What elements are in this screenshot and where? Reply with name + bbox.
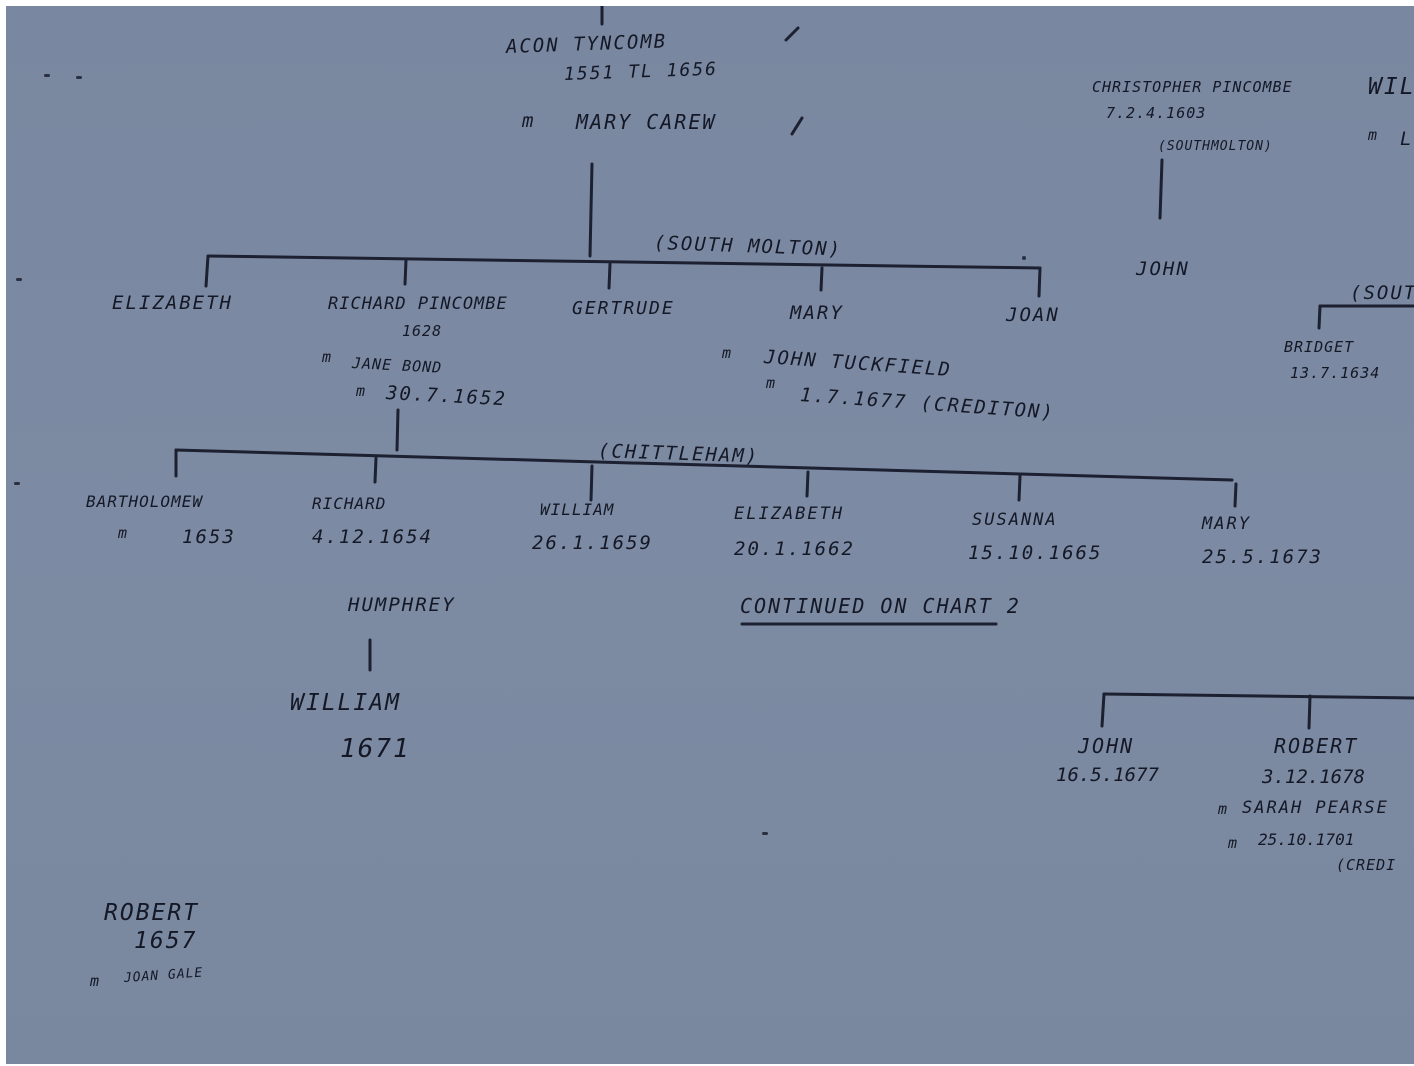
christopher-name: CHRISTOPHER PINCOMBE <box>1092 78 1293 96</box>
tick-mark <box>790 116 804 136</box>
robert-left-spouse-marker: m <box>90 972 101 990</box>
bottom-robert-place: (CREDI <box>1336 856 1397 874</box>
bottom-john-date: 16.5.1677 <box>1056 764 1159 786</box>
gen2-bartholomew-marker: m <box>118 524 129 542</box>
gen1-richard-year: 1628 <box>402 322 443 340</box>
stray-mark <box>44 74 50 77</box>
gen2-drop-elizabeth <box>805 470 810 498</box>
partial-right-place: (SOUT <box>1350 282 1414 304</box>
stray-mark <box>1022 256 1026 260</box>
gen2-mary-date: 25.5.1673 <box>1202 546 1323 568</box>
gen1-drop-elizabeth <box>204 254 210 288</box>
gen2-william: WILLIAM <box>540 500 615 519</box>
bottom-sibling-bar <box>1102 692 1414 700</box>
robert-left-name: ROBERT <box>104 900 200 926</box>
bridget-name: BRIDGET <box>1284 338 1355 356</box>
gen2-drop-william <box>589 464 594 502</box>
gen1-richard-spouse-marker: m <box>322 348 333 366</box>
gen1-mary: MARY <box>790 302 844 324</box>
gen1-drop-gertrude <box>607 262 612 290</box>
gen2-richard-date: 4.12.1654 <box>312 526 433 548</box>
gen2-drop-susanna <box>1017 474 1022 502</box>
gen2-bartholomew-date: 1653 <box>182 526 236 548</box>
root-spouse: MARY CAREW <box>576 110 717 134</box>
humphrey: HUMPHREY <box>348 594 456 616</box>
tick-mark <box>784 26 800 42</box>
bottom-drop-robert <box>1307 694 1312 730</box>
gen1-gertrude: GERTRUDE <box>572 298 675 319</box>
bottom-robert-marriage: 25.10.1701 <box>1258 830 1355 849</box>
bottom-john-name: JOHN <box>1078 734 1135 758</box>
stray-mark <box>16 278 22 281</box>
partial-right-spouse: L <box>1400 128 1414 150</box>
gen1-drop-mary <box>819 266 824 292</box>
gen2-elizabeth-date: 20.1.1662 <box>734 538 855 560</box>
gen2-drop-richard <box>373 456 378 484</box>
gen2-drop-mary <box>1233 482 1238 508</box>
stray-mark <box>762 832 768 835</box>
gen2-william-date: 26.1.1659 <box>532 532 653 554</box>
william-year: 1671 <box>340 734 411 764</box>
pedigree-chart-sheet: ACON TYNCOMB 1551 TL 1656 m MARY CAREW (… <box>6 6 1414 1064</box>
gen1-sibling-bar <box>206 254 1042 270</box>
bottom-robert-marriage-marker: m <box>1228 834 1239 852</box>
root-down-stem <box>588 162 594 258</box>
partial-right-name: WIL <box>1368 74 1414 100</box>
christopher-date: 7.2.4.1603 <box>1106 104 1207 122</box>
tree-connector-lines <box>174 6 1414 730</box>
robert-left-year: 1657 <box>134 928 198 954</box>
stray-mark <box>14 482 20 485</box>
gen2-richard: RICHARD <box>312 494 387 513</box>
bottom-robert-spouse: SARAH PEARSE <box>1242 798 1389 818</box>
gen2-sibling-bar <box>174 448 1234 482</box>
root-spouse-marker: m <box>522 110 536 132</box>
christopher-down-stem <box>1158 158 1164 220</box>
gen1-richard: RICHARD PINCOMBE <box>328 294 508 314</box>
continued-note: CONTINUED ON CHART 2 <box>740 594 1021 618</box>
christopher-child: JOHN <box>1136 258 1190 280</box>
bridget-drop <box>1317 304 1322 330</box>
gen1-joan: JOAN <box>1006 304 1060 326</box>
christopher-place: (SOUTHMOLTON) <box>1158 139 1273 154</box>
gen2-mary: MARY <box>1202 514 1251 534</box>
gen1-drop-richard <box>403 258 408 286</box>
gen1-mary-spouse-marker: m <box>722 344 733 362</box>
bottom-robert-spouse-marker: m <box>1218 800 1229 818</box>
gen1-richard-spouse: JANE BOND <box>351 354 443 377</box>
gen2-bartholomew: BARTHOLOMEW <box>86 492 203 511</box>
gen2-susanna-date: 15.10.1665 <box>968 542 1103 564</box>
bottom-robert-name: ROBERT <box>1274 734 1359 758</box>
richard-down-stem <box>395 408 400 452</box>
gen2-susanna: SUSANNA <box>972 510 1058 530</box>
bottom-drop-john <box>1100 692 1106 728</box>
william-name: WILLIAM <box>290 690 401 716</box>
gen2-elizabeth: ELIZABETH <box>734 504 845 524</box>
stray-mark <box>76 76 82 79</box>
gen1-mary-marriage-marker: m <box>766 374 777 392</box>
bottom-robert-date: 3.12.1678 <box>1262 766 1365 788</box>
bridget-date: 13.7.1634 <box>1290 364 1381 382</box>
gen1-richard-marriage-marker: m <box>356 382 367 400</box>
gen1-drop-joan <box>1037 266 1042 298</box>
gen1-elizabeth: ELIZABETH <box>112 292 233 314</box>
partial-right-spouse-marker: m <box>1368 126 1379 144</box>
